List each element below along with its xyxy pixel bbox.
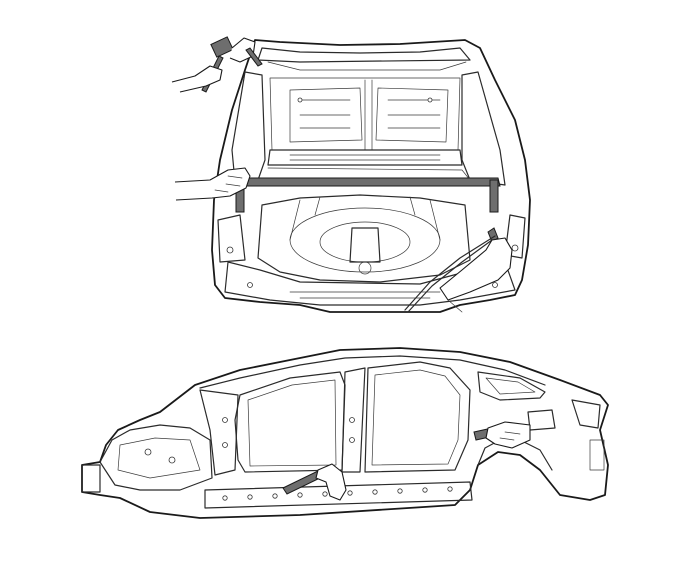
hand-holding-chisel <box>229 37 256 63</box>
front-door-opening <box>234 371 346 473</box>
side-body-view <box>81 347 609 519</box>
pry-bar-right-end <box>489 179 499 213</box>
hand-scraper <box>485 421 531 449</box>
sill-holes <box>222 486 453 501</box>
front-apron <box>99 424 213 491</box>
roof-rail <box>257 47 471 63</box>
fuel-filler-door <box>527 409 556 431</box>
a-pillar <box>199 389 239 476</box>
rear-body-view <box>171 36 531 313</box>
left-d-pillar <box>231 71 266 183</box>
rear-body-outline <box>211 39 531 313</box>
quarter-window <box>477 371 546 401</box>
side-sill <box>204 481 473 509</box>
chisel-icon <box>245 47 263 67</box>
hand-sealant-knife <box>315 463 347 501</box>
hand-with-hammer <box>171 65 223 93</box>
b-pillar <box>341 367 366 473</box>
rear-lower-panel <box>224 261 516 306</box>
left-hand-pry-bar <box>174 167 251 201</box>
pry-bar-icon <box>234 177 501 187</box>
rear-door-opening <box>364 361 471 473</box>
right-hand-trim-tool <box>439 237 513 301</box>
